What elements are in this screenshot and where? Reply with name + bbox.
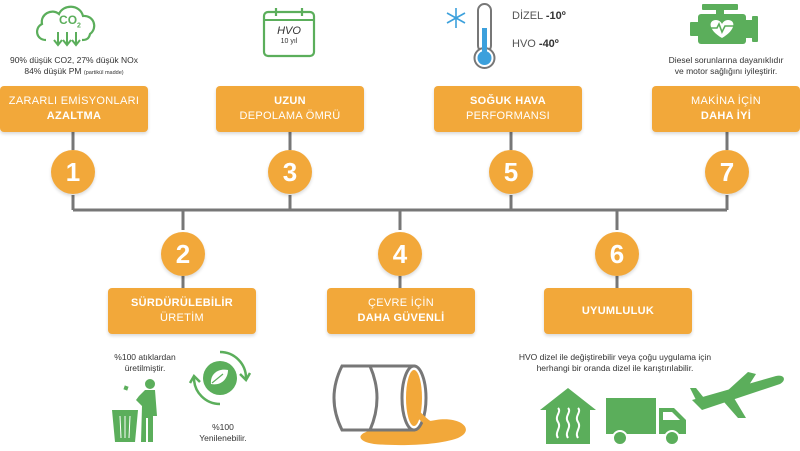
co2-cloud-icon: [36, 5, 96, 47]
renewable-leaf-icon: [188, 350, 252, 406]
step-7-line1: MAKİNA İÇİN: [691, 95, 761, 107]
step-7-box: MAKİNA İÇİN DAHA İYİ: [652, 86, 800, 132]
step-6-line1: UYUMLULUK: [581, 304, 655, 317]
step-4-line2: DAHA GÜVENLİ: [357, 312, 445, 324]
step-3-line1: UZUN: [274, 95, 306, 107]
step-1-line2: AZALTMA: [46, 110, 102, 122]
step-1-circle: 1: [51, 150, 95, 194]
step-2-box: SÜRDÜRÜLEBİLİR ÜRETİM: [108, 288, 256, 334]
snowflake-icon: [446, 8, 466, 28]
cold-hvo: HVO -40º: [512, 38, 559, 50]
engine-icon: [690, 4, 758, 44]
step-6-circle: 6: [595, 232, 639, 276]
step-4-line1: ÇEVRE İÇİN: [368, 297, 434, 309]
step-1-box: ZARARLI EMİSYONLARI AZALTMA: [0, 86, 148, 132]
thermometer-icon: [473, 3, 496, 69]
step-2-line1: SÜRDÜRÜLEBİLİR: [131, 297, 233, 309]
calendar-text: HVO 10 yıl: [277, 25, 301, 45]
step-1-line1: ZARARLI EMİSYONLARI: [8, 95, 140, 107]
renewable-text: %100 Yenilenebilir.: [199, 422, 247, 443]
step-6-box: UYUMLULUK: [544, 288, 692, 334]
waste-text: %100 atıklardan üretilmiştir.: [114, 352, 176, 373]
emissions-text: 90% düşük CO2, 27% düşük NOx 84% düşük P…: [9, 55, 139, 76]
step-7-circle: 7: [705, 150, 749, 194]
step-2-line2: ÜRETİM: [160, 312, 204, 324]
step-4-box: ÇEVRE İÇİN DAHA GÜVENLİ: [327, 288, 475, 334]
step-5-line2: PERFORMANSI: [466, 110, 550, 122]
step-7-line2: DAHA İYİ: [700, 110, 752, 122]
step-5-circle: 5: [489, 150, 533, 194]
house-heating-icon: [540, 388, 596, 444]
step-3-box: UZUN DEPOLAMA ÖMRÜ: [216, 86, 364, 132]
truck-icon: [606, 398, 686, 446]
airplane-icon: [690, 372, 784, 418]
compat-text: HVO dizel ile değiştirebilir veya çoğu u…: [518, 352, 712, 373]
calendar-icon: [262, 8, 316, 58]
recycling-person-icon: [112, 379, 157, 442]
step-2-circle: 2: [161, 232, 205, 276]
engine-text: Diesel sorunlarına dayanıklıdır ve motor…: [668, 55, 784, 76]
step-3-circle: 3: [268, 150, 312, 194]
barrel-spill-icon: [332, 364, 466, 446]
step-4-circle: 4: [378, 232, 422, 276]
cold-diesel: DİZEL -10º: [512, 10, 566, 22]
step-5-box: SOĞUK HAVA PERFORMANSI: [434, 86, 582, 132]
co2-label: CO2: [59, 13, 81, 30]
step-5-line1: SOĞUK HAVA: [470, 95, 546, 107]
step-3-line2: DEPOLAMA ÖMRÜ: [239, 110, 341, 122]
